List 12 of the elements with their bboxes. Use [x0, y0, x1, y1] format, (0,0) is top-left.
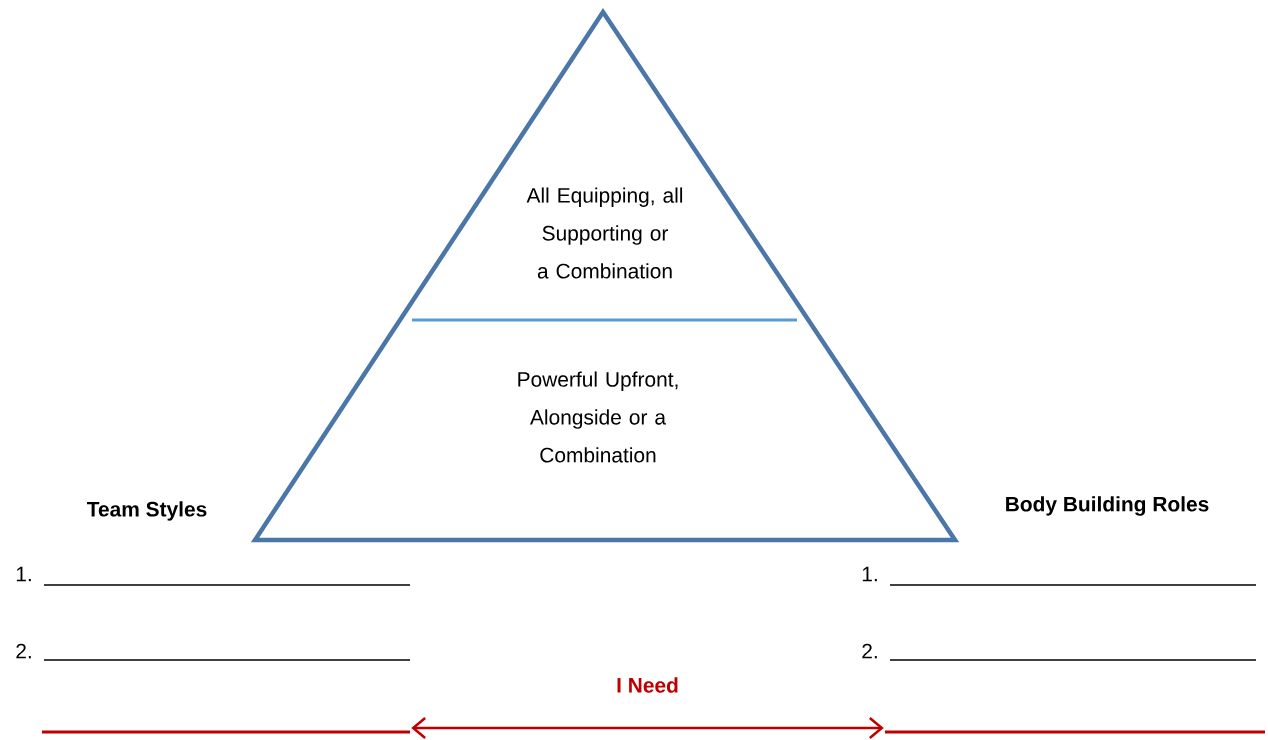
- heading: Team Styles: [86, 501, 207, 521]
- item-number: 2.: [16, 643, 31, 659]
- item-number: 1.: [16, 566, 31, 582]
- section-text: Powerful Upfront, Alongside or a Combination: [518, 371, 678, 463]
- section-text: All Equipping, all Supporting or a Combination: [526, 187, 683, 279]
- heading: Body Building Roles: [1006, 496, 1209, 516]
- edge-label: I Need: [617, 677, 678, 693]
- fill-in-line: [885, 730, 1265, 734]
- item-number: 2.: [862, 643, 877, 659]
- arrow: [411, 717, 884, 739]
- item-number: 1.: [862, 566, 877, 582]
- fill-in-line: [42, 730, 410, 734]
